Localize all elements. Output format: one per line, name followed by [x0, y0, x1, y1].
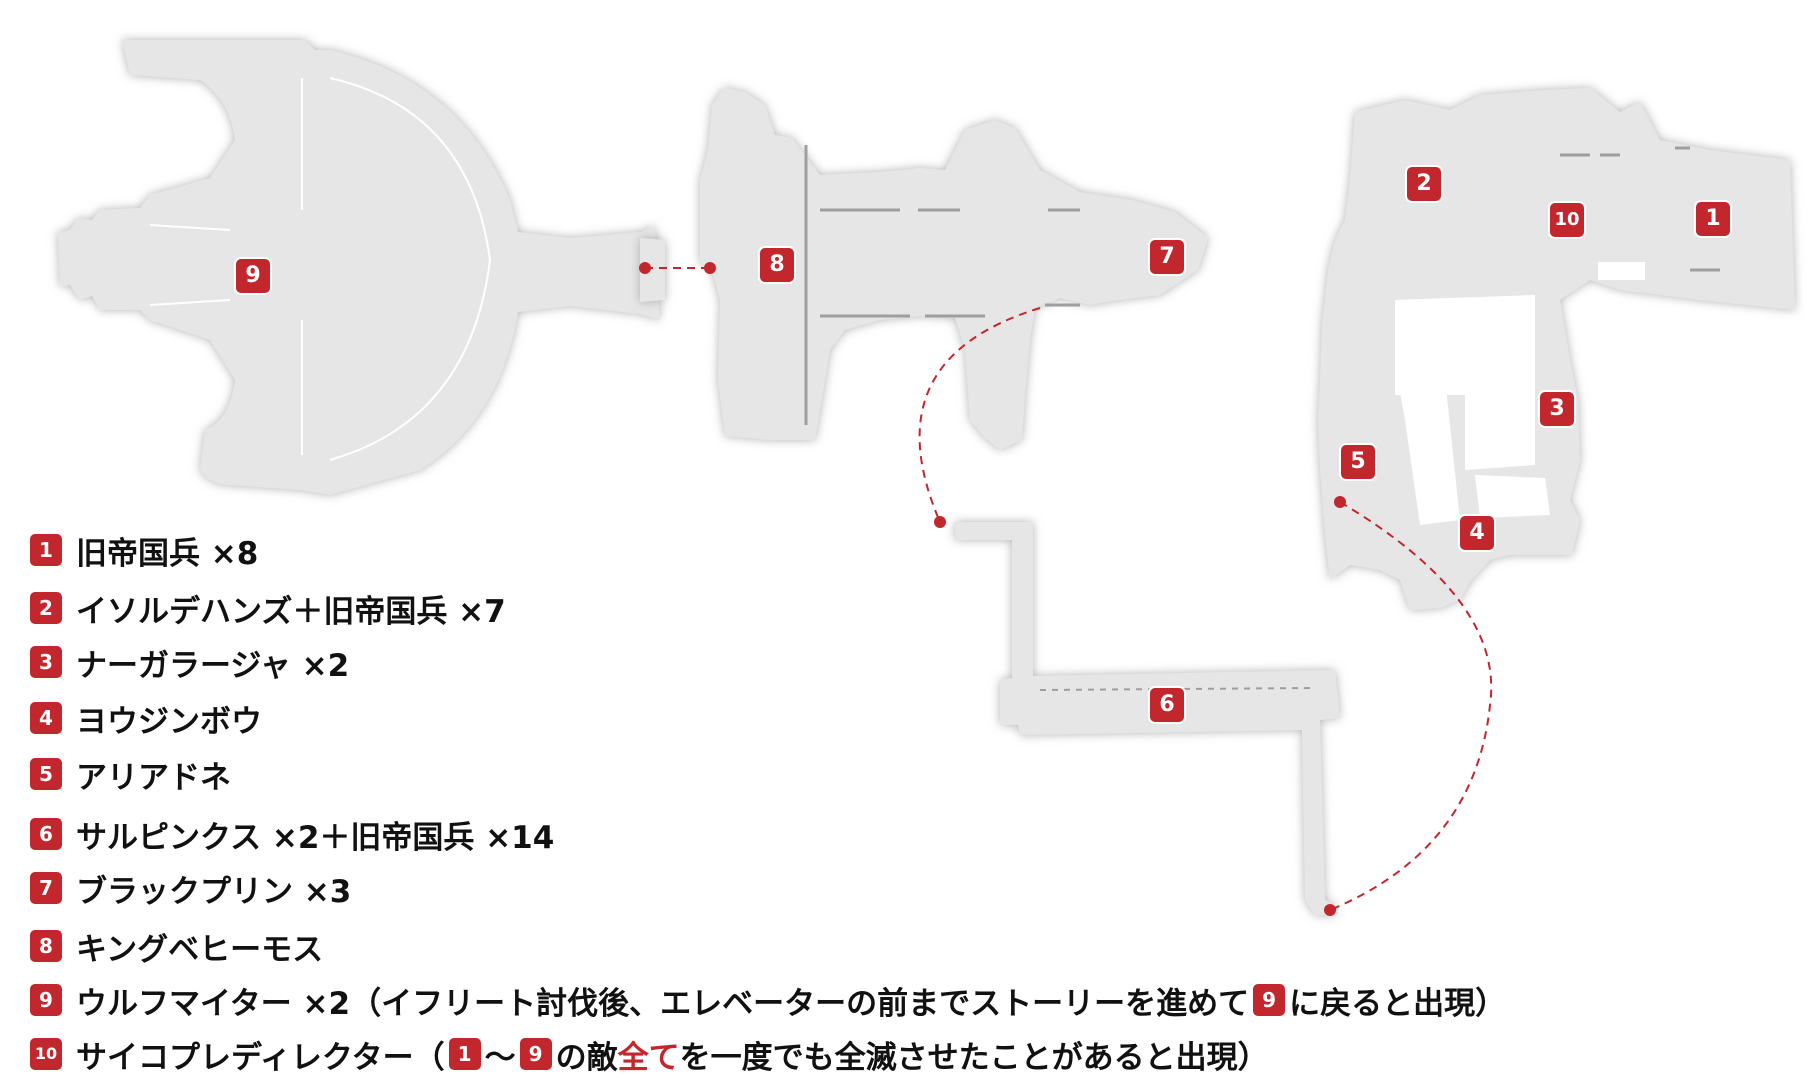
- legend-row-1: 1 旧帝国兵 ×8: [30, 528, 258, 572]
- legend-badge-4: 4: [30, 702, 62, 734]
- legend-row-8: 8 キングベヒーモス: [30, 924, 323, 968]
- legend-text-9-before: ウルフマイター ×2（イフリート討伐後、エレベーターの前までストーリーを進めて: [76, 985, 1250, 1022]
- legend-text-10-after: を一度でも全滅させたことがあると出現）: [679, 1039, 1269, 1076]
- room-circular-hall: [58, 40, 660, 495]
- route-nodes: [639, 262, 1346, 916]
- map-marker-1: 1: [1696, 202, 1730, 236]
- map-marker-7: 7: [1150, 240, 1184, 274]
- legend-row-10: 10 サイコプレディレクター（ 1 ～ 9 の敵 全て を一度でも全滅させたこと…: [30, 1032, 1269, 1076]
- legend-text-7: ブラックプリン ×3: [76, 873, 352, 910]
- legend-row-3: 3 ナーガラージャ ×2: [30, 640, 349, 684]
- legend-badge-8: 8: [30, 930, 62, 962]
- legend-text-9: ウルフマイター ×2（イフリート討伐後、エレベーターの前までストーリーを進めて …: [76, 978, 1506, 1023]
- legend-badge-7: 7: [30, 872, 62, 904]
- map-marker-4: 4: [1460, 516, 1494, 550]
- legend-text-10-open: サイコプレディレクター（: [76, 1039, 445, 1076]
- east-complex-walls: [1560, 146, 1720, 272]
- map-marker-2: 2: [1407, 167, 1441, 201]
- legend-badge-10: 10: [30, 1038, 62, 1070]
- legend-text-2: イソルデハンズ＋旧帝国兵 ×7: [76, 593, 506, 630]
- legend-text-10: サイコプレディレクター（ 1 ～ 9 の敵 全て を一度でも全滅させたことがある…: [76, 1032, 1269, 1077]
- map-marker-5: 5: [1341, 445, 1375, 479]
- room-east-complex: [1318, 88, 1795, 610]
- hall-inner-walls: [149, 77, 492, 461]
- legend-badge-2: 2: [30, 592, 62, 624]
- legend-range-end-badge: 9: [519, 1038, 552, 1070]
- legend-text-9-after: に戻ると出現）: [1289, 985, 1507, 1022]
- legend-row-4: 4 ヨウジンボウ: [30, 696, 262, 740]
- map-marker-8: 8: [760, 248, 794, 282]
- legend-text-5: アリアドネ: [76, 759, 231, 796]
- route-links: [645, 267, 1493, 911]
- room-central-hall: [640, 88, 1208, 450]
- legend-row-9: 9 ウルフマイター ×2（イフリート討伐後、エレベーターの前までストーリーを進め…: [30, 978, 1506, 1022]
- legend-text-4: ヨウジンボウ: [76, 703, 262, 740]
- map-marker-10: 10: [1550, 203, 1584, 237]
- legend-text-10-mid: の敵: [555, 1039, 618, 1076]
- legend-inline-badge-9: 9: [1253, 984, 1286, 1016]
- legend-text-3: ナーガラージャ ×2: [76, 647, 350, 684]
- legend-badge-5: 5: [30, 758, 62, 790]
- legend-range-start-badge: 1: [448, 1038, 481, 1070]
- legend-row-2: 2 イソルデハンズ＋旧帝国兵 ×7: [30, 586, 506, 630]
- central-hall-walls: [804, 145, 1080, 425]
- legend-text-1: 旧帝国兵 ×8: [76, 535, 259, 572]
- legend-range-separator: ～: [484, 1039, 516, 1076]
- map-marker-3: 3: [1540, 392, 1574, 426]
- legend-badge-3: 3: [30, 646, 62, 678]
- legend-text-6: サルピンクス ×2＋旧帝国兵 ×14: [76, 819, 555, 856]
- legend-badge-6: 6: [30, 818, 62, 850]
- east-complex-holes: [1395, 262, 1645, 525]
- map-marker-6: 6: [1150, 688, 1184, 722]
- legend-row-5: 5 アリアドネ: [30, 752, 231, 796]
- legend-badge-9: 9: [30, 984, 62, 1016]
- map-marker-9: 9: [236, 259, 270, 293]
- legend-row-7: 7 ブラックプリン ×3: [30, 866, 351, 910]
- legend-row-6: 6 サルピンクス ×2＋旧帝国兵 ×14: [30, 812, 554, 856]
- legend-badge-1: 1: [30, 534, 62, 566]
- legend-text-10-accent: 全て: [617, 1039, 680, 1076]
- legend-text-8: キングベヒーモス: [76, 931, 324, 968]
- room-corridor: [955, 522, 1340, 915]
